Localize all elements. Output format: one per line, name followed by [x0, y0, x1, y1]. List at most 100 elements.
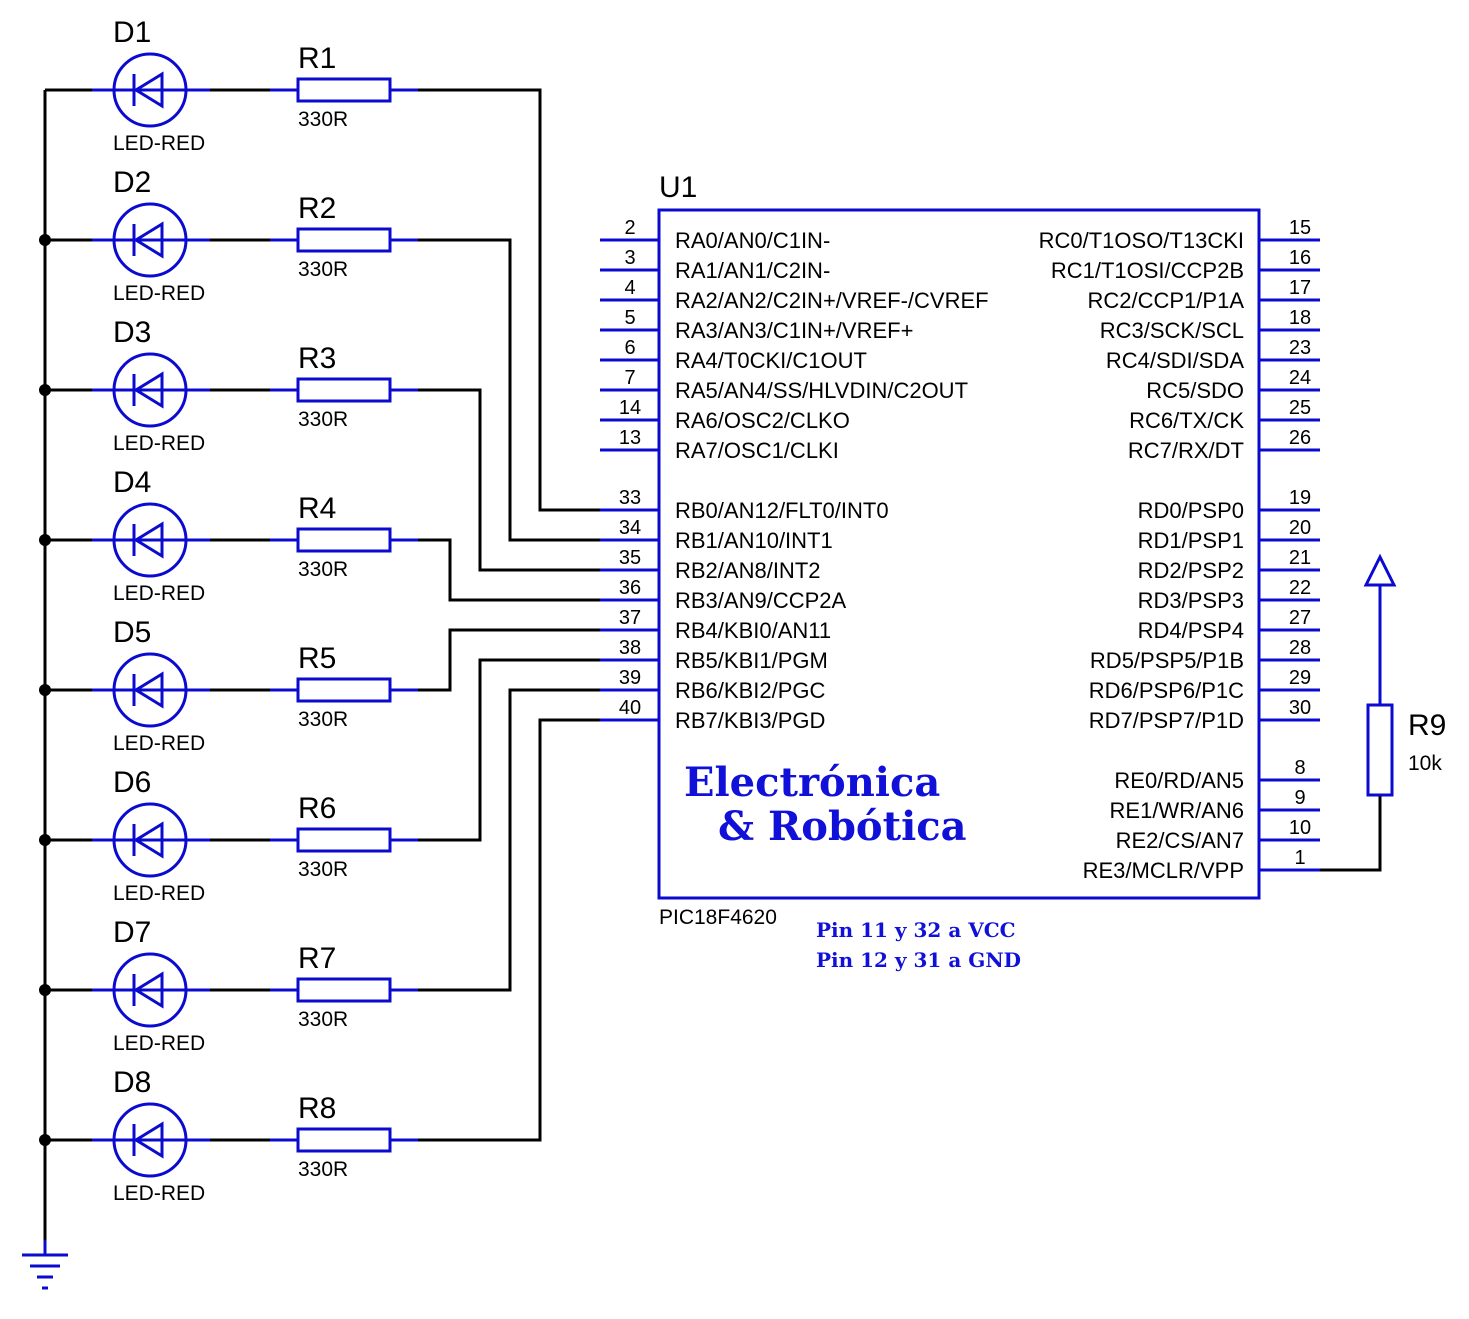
wire-to-rb6: [418, 688, 600, 992]
pin-number: 26: [1289, 427, 1311, 449]
resistor-value: 330R: [298, 258, 348, 281]
resistor-r6: R6 330R: [270, 792, 418, 881]
pin-name: RD0/PSP0: [1138, 498, 1244, 523]
pin-number: 3: [624, 247, 635, 269]
led-ref: D7: [113, 916, 151, 949]
wires: [39, 88, 1382, 1255]
pin-number: 29: [1289, 667, 1311, 689]
ground-icon: [22, 1253, 68, 1290]
pin-number: 24: [1289, 367, 1311, 389]
wire-to-rb0: [418, 88, 600, 512]
led-body: [112, 952, 188, 1028]
resistor-ref: R6: [298, 792, 336, 825]
pin-number: 22: [1289, 577, 1311, 599]
pin-name: RA7/OSC1/CLKI: [675, 438, 839, 463]
led-ref: D2: [113, 166, 151, 199]
pin-name: RE3/MCLR/VPP: [1083, 858, 1244, 883]
r9-ref: R9: [1408, 709, 1446, 742]
pin-name: RD1/PSP1: [1138, 528, 1244, 553]
pin-name: RC2/CCP1/P1A: [1087, 288, 1244, 313]
resistor-value: 330R: [298, 708, 348, 731]
pin-name: RC4/SDI/SDA: [1106, 348, 1244, 373]
resistor-ref: R3: [298, 342, 336, 375]
pin-name: RA6/OSC2/CLKO: [675, 408, 850, 433]
junction-dot: [39, 534, 51, 546]
mcu-body: [657, 208, 1261, 900]
resistor-ref: R7: [298, 942, 336, 975]
resistor-value: 330R: [298, 1158, 348, 1181]
pin-number: 18: [1289, 307, 1311, 329]
pin-number: 40: [619, 697, 641, 719]
pin-name: RD7/PSP7/P1D: [1089, 708, 1244, 733]
junction-dot: [39, 234, 51, 246]
pin-number: 13: [619, 427, 641, 449]
pin-number: 4: [624, 277, 635, 299]
wire-mclr-to-r9: [1320, 795, 1382, 872]
wire-to-rb7: [418, 718, 600, 1142]
pin-number: 25: [1289, 397, 1311, 419]
note-vcc: Pin 11 y 32 a VCC: [816, 918, 1016, 942]
led-body: [112, 502, 188, 578]
pin-number: 38: [619, 637, 641, 659]
pin-number: 6: [624, 337, 635, 359]
resistor-body: [296, 227, 392, 253]
pin-name: RA0/AN0/C1IN-: [675, 228, 830, 253]
pin-number: 1: [1294, 847, 1305, 869]
pin-number: 30: [1289, 697, 1311, 719]
r9-value: 10k: [1408, 752, 1442, 775]
pin-name: RC0/T1OSO/T13CKI: [1039, 228, 1244, 253]
r9-body: [1366, 703, 1394, 797]
led-value: LED-RED: [113, 1182, 205, 1205]
mcu-part: PIC18F4620: [659, 906, 777, 929]
pin-number: 39: [619, 667, 641, 689]
led-ref: D6: [113, 766, 151, 799]
pin-number: 15: [1289, 217, 1311, 239]
led-ref: D4: [113, 466, 151, 499]
resistor-value: 330R: [298, 858, 348, 881]
pullup-r9: R9 10k: [1363, 553, 1446, 797]
pin-number: 7: [624, 367, 635, 389]
pin-name: RB6/KBI2/PGC: [675, 678, 826, 703]
pin-name: RA1/AN1/C2IN-: [675, 258, 830, 283]
resistor-body: [296, 677, 392, 703]
pin-name: RB2/AN8/INT2: [675, 558, 821, 583]
led-body: [112, 652, 188, 728]
pin-name: RD5/PSP5/P1B: [1090, 648, 1244, 673]
pin-name: RC6/TX/CK: [1129, 408, 1244, 433]
resistor-ref: R5: [298, 642, 336, 675]
pin-name: RB3/AN9/CCP2A: [675, 588, 847, 613]
wire-to-rb5: [418, 658, 600, 842]
pin-number: 8: [1294, 757, 1305, 779]
junction-dot: [39, 984, 51, 996]
